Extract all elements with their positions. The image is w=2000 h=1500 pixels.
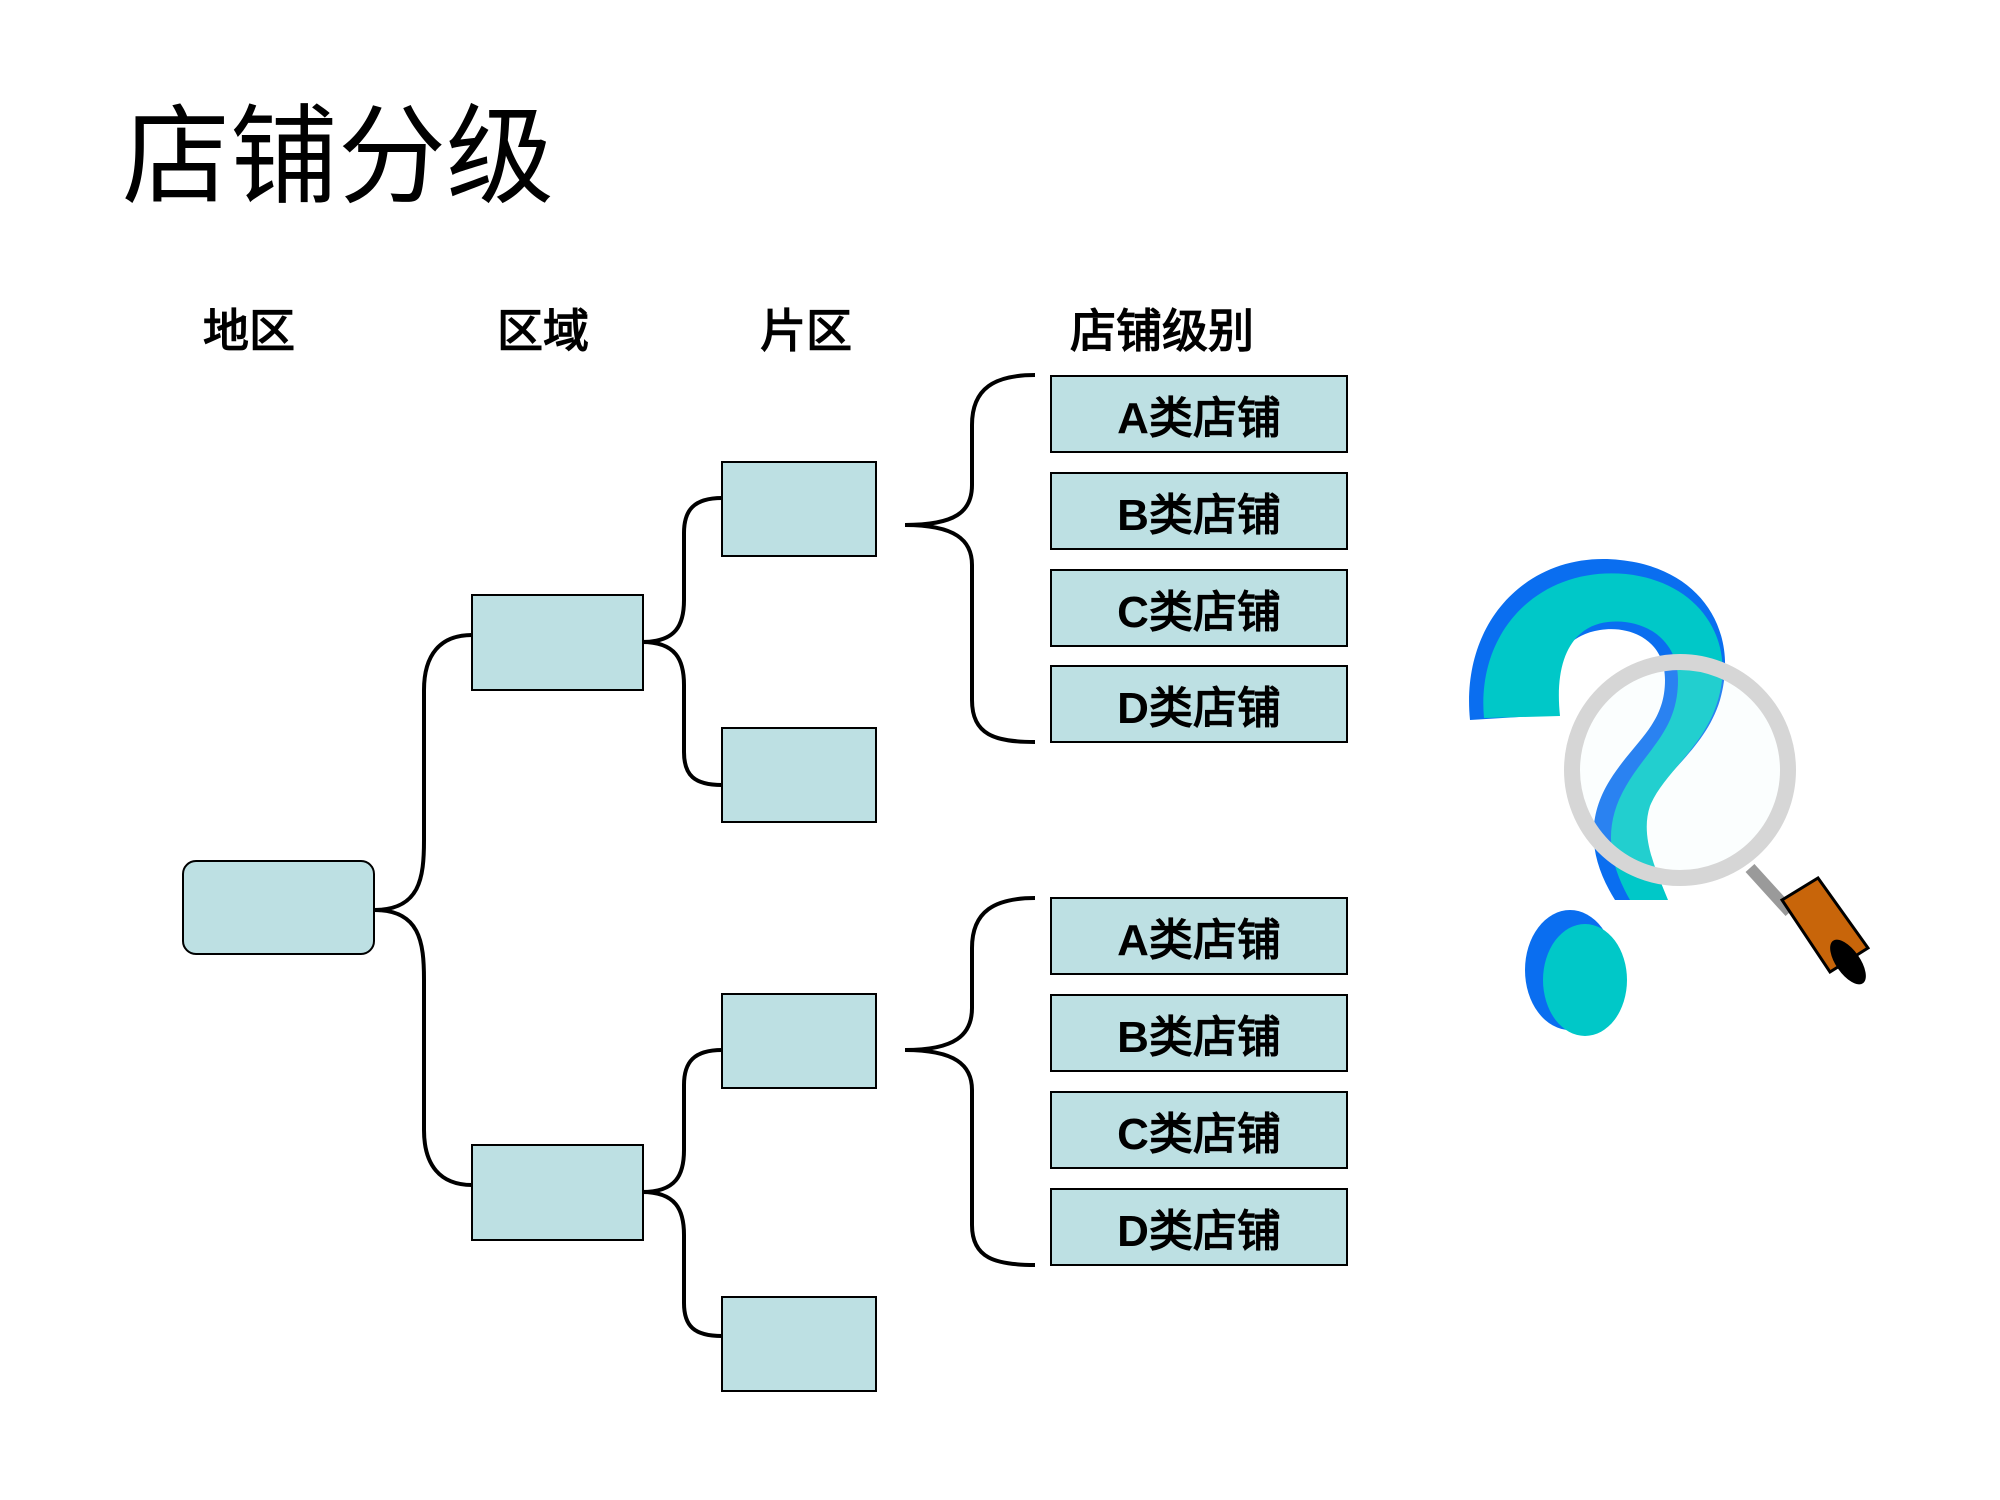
district-box-2[interactable]	[721, 727, 877, 823]
area-box-2[interactable]	[471, 1144, 644, 1241]
header-district: 片区	[760, 304, 852, 358]
connector-area1-districts	[641, 496, 723, 787]
connector-area2-districts	[641, 1048, 723, 1338]
question-magnifier-art	[1469, 559, 1870, 1036]
store-level-b-1[interactable]: B类店铺	[1050, 472, 1348, 550]
store-level-d-2[interactable]: D类店铺	[1050, 1188, 1348, 1266]
connector-region-areas	[373, 633, 473, 1187]
store-level-a-2[interactable]: A类店铺	[1050, 897, 1348, 975]
header-region: 地区	[203, 304, 295, 358]
magnifier-icon	[1564, 654, 1870, 985]
district-box-4[interactable]	[721, 1296, 877, 1392]
question-mark-icon	[1469, 559, 1726, 1036]
district-box-3[interactable]	[721, 993, 877, 1089]
store-level-a-1[interactable]: A类店铺	[1050, 375, 1348, 453]
brace-group-1	[904, 373, 1036, 744]
region-box[interactable]	[182, 860, 375, 955]
brace-group-2	[904, 896, 1036, 1267]
district-box-1[interactable]	[721, 461, 877, 557]
header-store-level: 店铺级别	[1070, 304, 1254, 358]
header-area: 区域	[497, 304, 589, 358]
area-box-1[interactable]	[471, 594, 644, 691]
store-level-d-1[interactable]: D类店铺	[1050, 665, 1348, 743]
store-level-c-2[interactable]: C类店铺	[1050, 1091, 1348, 1169]
store-level-c-1[interactable]: C类店铺	[1050, 569, 1348, 647]
store-level-b-2[interactable]: B类店铺	[1050, 994, 1348, 1072]
page-title: 店铺分级	[122, 95, 555, 220]
